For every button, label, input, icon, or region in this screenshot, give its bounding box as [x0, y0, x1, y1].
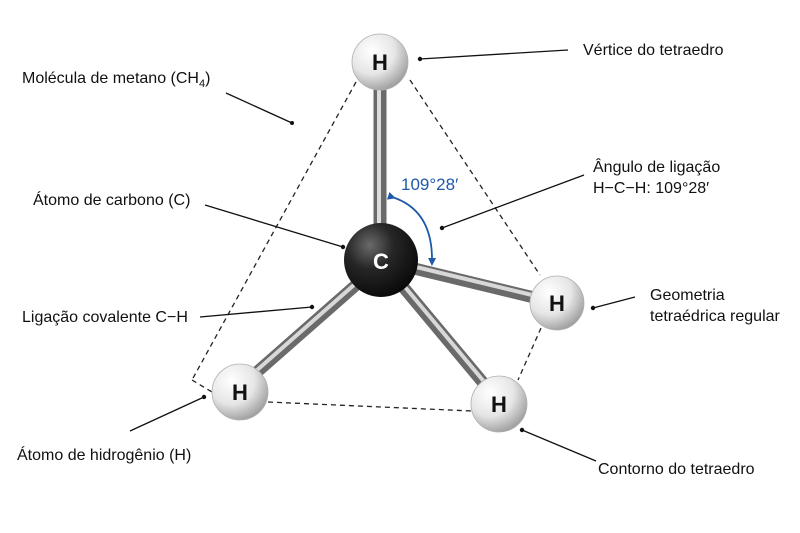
- leader-hydrogen: [129, 396, 205, 432]
- label-bond-angle: Ângulo de ligação H−C−H: 109°28′: [593, 157, 720, 199]
- leader-carbon: [204, 204, 344, 248]
- leader-outline: [521, 429, 597, 462]
- label-geometry: Geometria tetraédrica regular: [650, 285, 780, 327]
- label-covalent-bond: Ligação covalente C−H: [22, 309, 188, 326]
- leader-geometry: [592, 296, 636, 309]
- bond-angle-arc: 109°28′: [386, 175, 458, 266]
- label-bond-angle-line1: Ângulo de ligação: [593, 159, 721, 176]
- hydrogen-letter: H: [549, 291, 565, 316]
- hydrogen-letter: H: [372, 50, 388, 75]
- label-outline: Contorno do tetraedro: [598, 461, 755, 478]
- tetra-edge-top-right: [409, 79, 541, 276]
- label-carbon-atom: Átomo de carbono (C): [33, 192, 191, 209]
- carbon-letter: C: [373, 249, 389, 274]
- hydrogen-atom-top: H: [351, 33, 409, 91]
- carbon-atom: C: [344, 223, 418, 297]
- label-geometry-line1: Geometria: [650, 287, 725, 304]
- label-geometry-line2: tetraédrica regular: [650, 308, 780, 325]
- leader-covalent-bond: [199, 306, 313, 318]
- leader-molecule: [225, 92, 293, 124]
- hydrogen-letter: H: [491, 392, 507, 417]
- hydrogen-atoms: H H H H: [211, 33, 585, 433]
- tetra-edge-bottom: [267, 401, 473, 412]
- tetrahedron-outline: [191, 79, 542, 412]
- hydrogen-atom-lower-left: H: [211, 363, 269, 421]
- label-bond-angle-line2: H−C−H: 109°28′: [593, 180, 710, 197]
- leader-angle: [441, 174, 585, 229]
- tetra-edge-top-left: [191, 81, 357, 381]
- tetra-edge-right-lower: [517, 327, 542, 381]
- label-vertex: Vértice do tetraedro: [583, 42, 724, 59]
- leader-lines: [129, 49, 636, 462]
- angle-value-label: 109°28′: [401, 175, 458, 194]
- leader-vertex: [419, 49, 569, 60]
- hydrogen-atom-lower-right: H: [470, 375, 528, 433]
- tetra-edge-left-lower: [191, 379, 213, 393]
- label-molecule: Molécula de metano (CH4): [22, 70, 211, 91]
- hydrogen-atom-right: H: [529, 275, 585, 331]
- hydrogen-letter: H: [232, 380, 248, 405]
- covalent-bonds: [251, 83, 538, 391]
- label-hydrogen-atom: Átomo de hidrogênio (H): [17, 447, 192, 464]
